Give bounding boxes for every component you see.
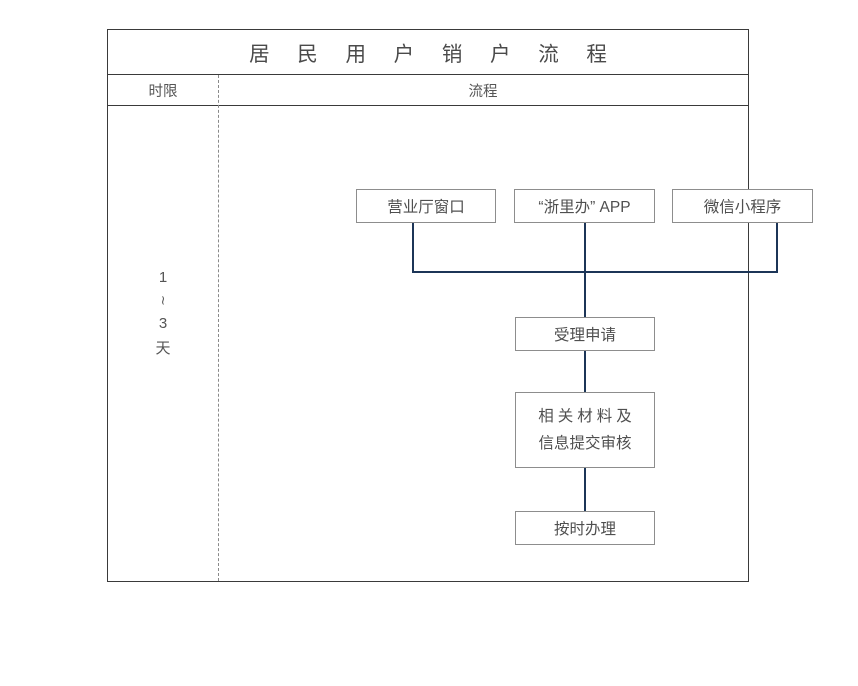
column-header-flow: 流程 — [468, 83, 498, 100]
connector-hall-down — [412, 223, 414, 273]
connector-wechat-down — [776, 223, 778, 273]
flow-node-label: “浙里办” APP — [538, 199, 631, 216]
flow-node-label-line1: 相关材料及 — [538, 407, 636, 425]
flow-node-process-on-time[interactable]: 按时办理 — [515, 511, 655, 545]
connector-merge-to-accept — [584, 271, 586, 317]
page-title: 居 民 用 户 销 户 流 程 — [249, 43, 618, 66]
flow-node-accept-application[interactable]: 受理申请 — [515, 317, 655, 351]
flow-node-submit-materials-review[interactable]: 相关材料及 信息提交审核 — [515, 392, 655, 468]
time-limit-stack: 1 ∼ 3 天 — [155, 265, 170, 361]
flow-node-label: 受理申请 — [553, 327, 616, 344]
flow-node-service-hall[interactable]: 营业厅窗口 — [356, 189, 496, 223]
time-limit-unit: 天 — [155, 339, 171, 357]
column-header-time-limit: 时限 — [148, 83, 178, 100]
flow-node-label-line2: 信息提交审核 — [538, 435, 632, 452]
connector-merge-bar — [412, 271, 778, 273]
flow-node-wechat-miniprogram[interactable]: 微信小程序 — [672, 189, 813, 223]
time-limit-end: 3 — [158, 314, 168, 332]
time-limit-start: 1 — [158, 268, 168, 286]
flow-node-label: 微信小程序 — [703, 199, 782, 216]
table-title-row: 居 民 用 户 销 户 流 程 — [108, 30, 748, 75]
connector-submit-to-handle — [584, 468, 586, 511]
connector-accept-to-submit — [584, 351, 586, 392]
flow-node-label: 按时办理 — [553, 521, 616, 538]
flow-node-label: 营业厅窗口 — [387, 199, 465, 216]
process-flow-table: 居 民 用 户 销 户 流 程 时限 流程 1 ∼ 3 天 — [107, 29, 813, 582]
flow-node-zhelaban-app[interactable]: “浙里办” APP — [514, 189, 655, 223]
table-body-row: 1 ∼ 3 天 营业厅窗口 “浙里办” APP 微信小程序 — [108, 106, 813, 581]
table-header-row: 时限 流程 — [108, 75, 748, 106]
flow-diagram-area: 营业厅窗口 “浙里办” APP 微信小程序 受理申请 相关材料及 信息提交审核 … — [218, 106, 813, 581]
column-divider — [218, 75, 219, 581]
time-limit-range-mark: ∼ — [155, 294, 171, 306]
time-limit-cell: 1 ∼ 3 天 — [108, 106, 218, 581]
connector-app-down — [584, 223, 586, 273]
